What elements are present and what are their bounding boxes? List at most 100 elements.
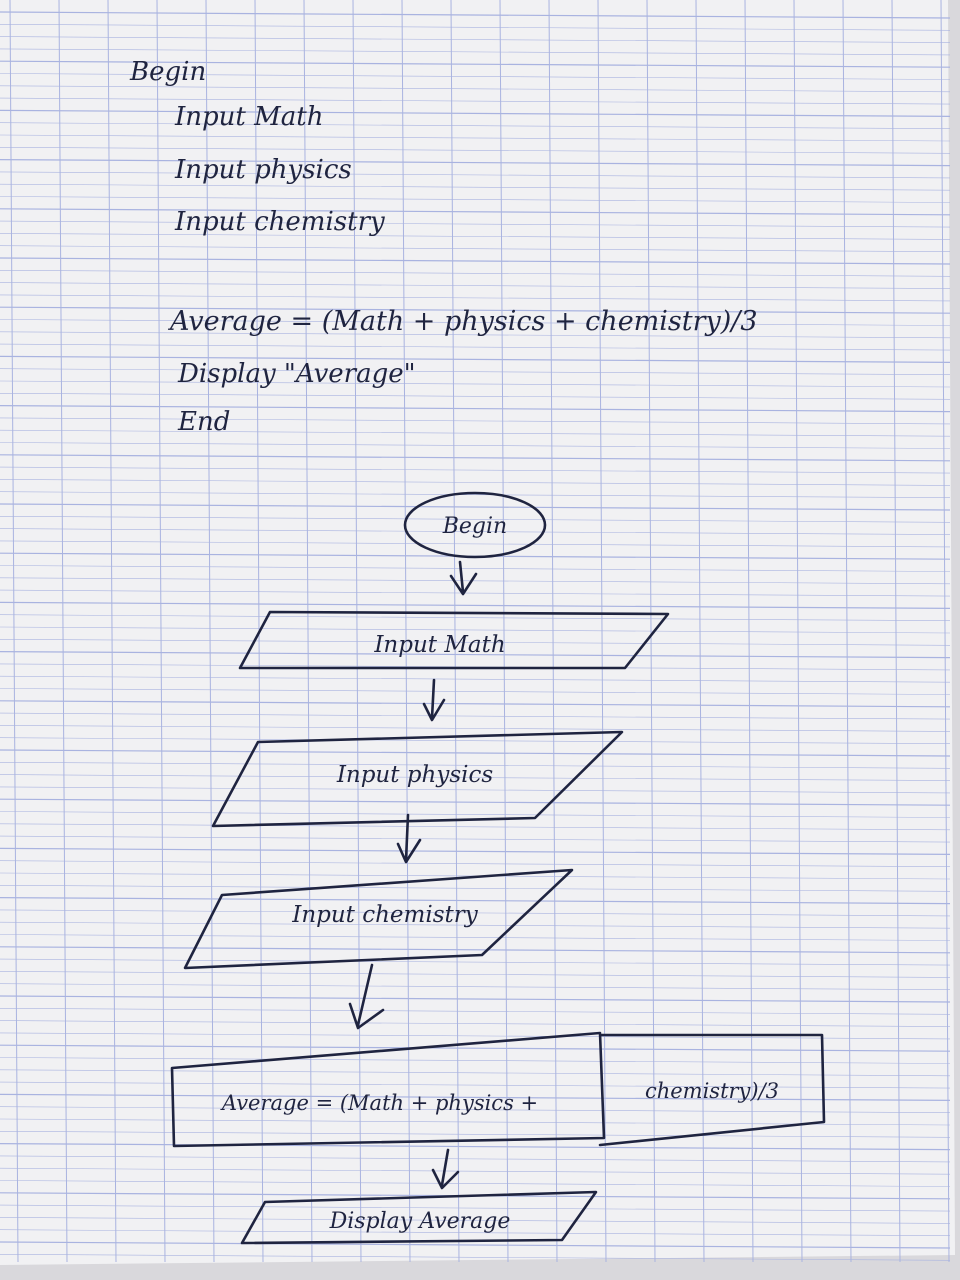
grid-line-vertical — [548, 0, 558, 1263]
grid-line-horizontal — [0, 983, 951, 991]
grid-line-horizontal — [0, 1081, 951, 1089]
grid-line-horizontal — [0, 712, 951, 720]
grid-line-vertical — [401, 0, 411, 1263]
grid-line-vertical — [695, 0, 705, 1263]
grid-line-horizontal — [0, 368, 951, 376]
grid-line-horizontal — [0, 749, 951, 757]
grid-line-horizontal — [0, 761, 951, 769]
grid-line-horizontal — [0, 540, 951, 548]
grid-line-horizontal — [0, 343, 951, 351]
input-physics-shape — [211, 730, 624, 828]
grid-line-horizontal — [0, 971, 951, 978]
grid-line-vertical — [842, 0, 852, 1263]
grid-line-vertical — [450, 0, 460, 1263]
arrow-math-to-physics — [422, 678, 446, 722]
grid-line-horizontal — [0, 1142, 951, 1151]
input-math-shape — [238, 610, 670, 670]
input-chemistry-shape — [183, 868, 574, 970]
grid-line-horizontal — [0, 331, 951, 339]
grid-line-horizontal — [0, 1118, 951, 1126]
grid-line-horizontal — [0, 589, 951, 597]
grid-line-horizontal — [0, 700, 951, 708]
grid-line-horizontal — [0, 1069, 951, 1077]
grid-line-horizontal — [0, 1106, 951, 1113]
grid-line-horizontal — [0, 884, 951, 892]
pseudo-line-1: Begin — [129, 57, 206, 87]
grid-line-vertical — [597, 0, 607, 1263]
grid-line-horizontal — [0, 1229, 951, 1236]
pseudo-line-7: End — [177, 407, 230, 437]
grid-line-horizontal — [0, 811, 951, 818]
grid-line-horizontal — [0, 798, 951, 806]
display-label: Display Average — [329, 1209, 511, 1234]
grid-line-horizontal — [0, 417, 951, 425]
grid-line-horizontal — [0, 1020, 951, 1027]
arrow-begin-to-math — [449, 560, 478, 596]
grid-line-horizontal — [0, 1032, 951, 1040]
pseudo-line-4: Input chemistry — [174, 207, 385, 237]
grid-line-horizontal — [0, 995, 951, 1003]
pseudocode-block: Begin Input Math Input physics Input che… — [129, 57, 758, 437]
grid-line-horizontal — [0, 380, 951, 388]
grid-line-horizontal — [0, 823, 951, 831]
grid-line-horizontal — [0, 601, 951, 610]
grid-line-vertical — [891, 0, 901, 1263]
grid-line-horizontal — [0, 1057, 951, 1064]
grid-line-horizontal — [0, 1217, 951, 1224]
arrow-physics-to-chemistry — [396, 813, 422, 864]
grid-line-vertical — [646, 0, 656, 1263]
process-shape-main — [170, 1031, 606, 1148]
grid-line-horizontal — [0, 392, 951, 400]
grid-line-horizontal — [0, 614, 951, 622]
grid-line-horizontal — [0, 97, 951, 105]
grid-line-horizontal — [0, 1254, 951, 1261]
grid-line-horizontal — [0, 774, 951, 781]
grid-lines — [0, 0, 951, 1263]
grid-line-horizontal — [0, 503, 951, 511]
grid-line-horizontal — [0, 725, 951, 732]
grid-line-horizontal — [0, 294, 951, 302]
grid-line-horizontal — [0, 442, 951, 449]
grid-line-vertical — [744, 0, 754, 1263]
grid-line-horizontal — [0, 528, 951, 535]
grid-line-horizontal — [0, 786, 951, 794]
grid-line-horizontal — [0, 515, 951, 523]
grid-line-horizontal — [0, 626, 951, 634]
grid-line-horizontal — [0, 319, 951, 326]
grid-line-horizontal — [0, 479, 951, 486]
grid-line-horizontal — [0, 909, 951, 917]
grid-line-horizontal — [0, 122, 951, 129]
grid-line-horizontal — [0, 638, 951, 646]
grid-line-vertical — [205, 0, 215, 1263]
grid-line-horizontal — [0, 355, 951, 363]
grid-line-vertical — [107, 0, 117, 1263]
grid-line-horizontal — [0, 60, 951, 68]
grid-line-vertical — [793, 0, 803, 1263]
grid-line-horizontal — [0, 1204, 951, 1212]
grid-line-vertical — [58, 0, 68, 1263]
grid-line-horizontal — [0, 109, 951, 117]
grid-line-horizontal — [0, 847, 951, 856]
grid-line-horizontal — [0, 85, 951, 93]
grid-line-horizontal — [0, 429, 951, 437]
grid-line-horizontal — [0, 1155, 951, 1163]
grid-line-vertical — [303, 0, 313, 1263]
grid-line-horizontal — [0, 688, 951, 695]
grid-line-horizontal — [0, 1093, 951, 1102]
begin-label: Begin — [442, 514, 507, 539]
grid-line-horizontal — [0, 737, 951, 745]
input-chemistry-label: Input chemistry — [291, 902, 479, 928]
process-label-continuation: chemistry)/3 — [645, 1079, 779, 1103]
grid-line-horizontal — [0, 675, 951, 683]
grid-line-horizontal — [0, 896, 951, 905]
grid-line-horizontal — [0, 73, 951, 80]
grid-line-horizontal — [0, 11, 951, 19]
pseudo-line-2: Input Math — [174, 102, 323, 132]
grid-line-vertical — [156, 0, 166, 1263]
process-label-main: Average = (Math + physics + — [220, 1091, 538, 1115]
grid-line-vertical — [9, 0, 19, 1263]
grid-line-horizontal — [0, 958, 951, 966]
input-math-label: Input Math — [373, 632, 505, 658]
